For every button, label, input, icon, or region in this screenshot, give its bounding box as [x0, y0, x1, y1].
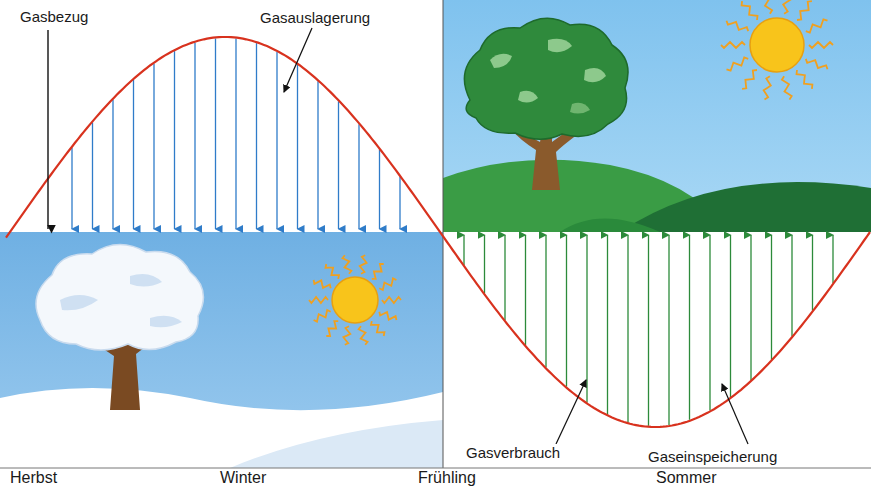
- withdrawal-arrow: [92, 123, 93, 230]
- leader-line: [722, 384, 748, 444]
- sun-rays: [309, 255, 401, 345]
- injection-arrow: [545, 235, 546, 367]
- sun-ray: [797, 70, 813, 89]
- sun-ray: [372, 264, 384, 279]
- injection-arrow: [750, 235, 751, 380]
- withdrawal-arrow: [133, 80, 134, 229]
- withdrawal-arrow: [358, 124, 359, 229]
- leader-line: [284, 28, 312, 92]
- withdrawal-arrow: [317, 81, 318, 229]
- season-label: Frühling: [416, 468, 478, 488]
- injection-arrow: [709, 235, 710, 411]
- sun-ray: [326, 264, 340, 279]
- withdrawal-arrows: [72, 39, 400, 230]
- withdrawal-arrow: [379, 150, 380, 229]
- sun-ray: [762, 0, 772, 14]
- sun-ray: [342, 255, 351, 274]
- sun-ray: [382, 297, 401, 303]
- sun-ray: [360, 255, 367, 274]
- withdrawal-arrow: [174, 51, 175, 229]
- season-label: Herbst: [8, 468, 59, 488]
- sun-ray: [371, 321, 385, 336]
- sun-ray: [764, 76, 771, 99]
- injection-arrows: [464, 235, 833, 426]
- injection-arrow: [627, 235, 628, 422]
- sun-ray: [809, 42, 833, 48]
- withdrawal-arrow: [194, 43, 195, 229]
- withdrawal-arrow: [276, 52, 277, 229]
- withdrawal-arrow: [112, 100, 113, 229]
- sun-ray: [727, 21, 749, 31]
- injection-arrow: [791, 235, 792, 336]
- sun-ray: [721, 42, 745, 48]
- sun-ray: [727, 58, 749, 71]
- sun-ray: [359, 326, 368, 345]
- sun-ray: [806, 59, 828, 69]
- sun-ray: [379, 278, 396, 290]
- injection-arrow: [504, 235, 505, 320]
- injection-arrow: [648, 235, 649, 426]
- injection-arrow: [668, 235, 669, 425]
- sun-ray: [379, 312, 396, 320]
- label-consumption: Gasverbrauch: [464, 444, 562, 462]
- demand-curve: [6, 37, 870, 427]
- injection-arrow: [586, 235, 587, 402]
- injection-arrow: [832, 235, 833, 283]
- injection-arrow: [463, 235, 464, 265]
- withdrawal-arrow: [215, 39, 216, 230]
- withdrawal-arrow: [235, 39, 236, 229]
- withdrawal-arrow: [153, 64, 154, 229]
- sun-ray: [314, 310, 331, 322]
- withdrawal-arrow: [297, 65, 298, 229]
- injection-arrow: [607, 235, 608, 414]
- season-label: Sommer: [654, 468, 718, 488]
- withdrawal-arrow: [338, 101, 339, 229]
- sun-ray: [783, 0, 790, 14]
- withdrawal-arrow: [399, 177, 400, 229]
- withdrawal-arrow: [256, 43, 257, 229]
- sun-ray: [326, 321, 338, 336]
- leader-line: [47, 30, 48, 229]
- sun-ray: [742, 70, 757, 89]
- label-injection: Gaseinspeicherung: [646, 448, 779, 466]
- sun-ray: [742, 1, 758, 20]
- injection-arrow: [566, 235, 567, 387]
- sun-ray: [806, 19, 828, 32]
- sun-ray: [782, 76, 792, 99]
- sun-ray: [797, 1, 812, 20]
- baseline: [0, 468, 871, 469]
- winter-scene: [0, 232, 443, 468]
- season-label: Winter: [218, 468, 268, 488]
- sun-ray: [343, 326, 350, 345]
- summer-scene: [443, 0, 871, 232]
- injection-arrow: [771, 235, 772, 360]
- injection-arrow: [484, 235, 485, 293]
- label-withdrawal: Gasauslagerung: [258, 9, 372, 27]
- injection-arrow: [730, 235, 731, 397]
- injection-arrow: [689, 235, 690, 420]
- leader-line: [556, 380, 586, 444]
- label-supply: Gasbezug: [18, 8, 90, 26]
- sun-ray: [314, 280, 331, 288]
- injection-arrow: [525, 235, 526, 345]
- withdrawal-arrow: [71, 148, 72, 229]
- sun-ray: [309, 297, 328, 303]
- sun-rays: [721, 0, 833, 100]
- injection-arrow: [812, 235, 813, 311]
